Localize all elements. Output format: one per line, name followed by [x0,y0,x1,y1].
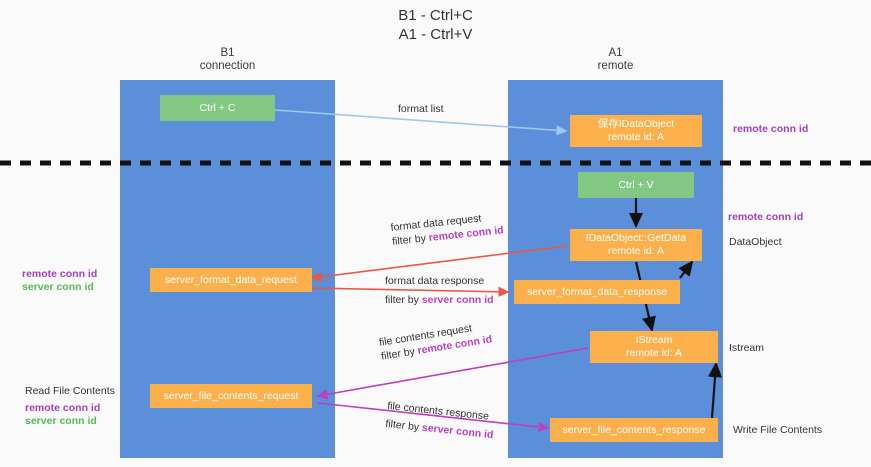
label-server-conn-id-left: server conn id [22,281,94,293]
edge-label-format-data-response-line1: format data response [385,275,485,287]
edge-label-format-list-line1: format list [398,103,444,115]
label-remote-conn-id-mid: remote conn id [728,211,804,223]
label-remote-conn-id-left-2: remote conn id [25,402,101,414]
diagram-title: B1 - Ctrl+C A1 - Ctrl+V [398,7,473,43]
label-remote-conn-id-left: remote conn id [22,268,98,280]
node-server-file-contents-request[interactable]: server_file_contents_request [150,384,312,408]
edge-label-format-data-response: format data response filter by server co… [385,274,494,307]
edge-label-file-contents-response-highlight: server conn id [421,421,494,442]
node-istream[interactable]: IStream remote id: A [590,331,718,363]
label-dataobject: DataObject [729,236,782,248]
node-ctrl-c[interactable]: Ctrl + C [160,95,275,121]
label-remote-conn-id-top: remote conn id [733,123,809,135]
edge-label-file-contents-request: file contents request filter by remote c… [378,318,493,363]
column-header-b1: B1 connection [199,47,256,72]
edge-label-file-contents-response-line2: filter by [384,417,423,434]
label-write-file-contents: Write File Contents [733,424,823,436]
edge-label-format-list: format list [398,102,444,116]
label-server-conn-id-left-2: server conn id [25,415,97,427]
edge-label-file-contents-response: file contents response filter by server … [385,399,496,442]
edge-label-format-data-response-highlight: server conn id [421,294,494,306]
column-header-a1: A1 remote [597,47,634,72]
label-read-file-contents: Read File Contents [25,385,115,397]
edge-label-format-data-request-line2: filter by [391,232,430,248]
edge-label-format-data-response-line2: filter by [385,294,422,306]
node-ctrl-v[interactable]: Ctrl + V [578,172,694,198]
node-server-format-data-request[interactable]: server_format_data_request [150,268,312,292]
label-istream: Istream [729,342,765,354]
node-getdata[interactable]: IDataObject::GetData remote id: A [570,229,702,261]
node-server-format-data-response[interactable]: server_format_data_response [514,280,680,304]
edge-label-format-data-request: format data request filter by remote con… [390,209,504,249]
node-server-file-contents-response[interactable]: server_file_contents_response [550,418,718,442]
node-idataobject-remote[interactable]: 保存IDataObject remote id: A [570,115,702,147]
